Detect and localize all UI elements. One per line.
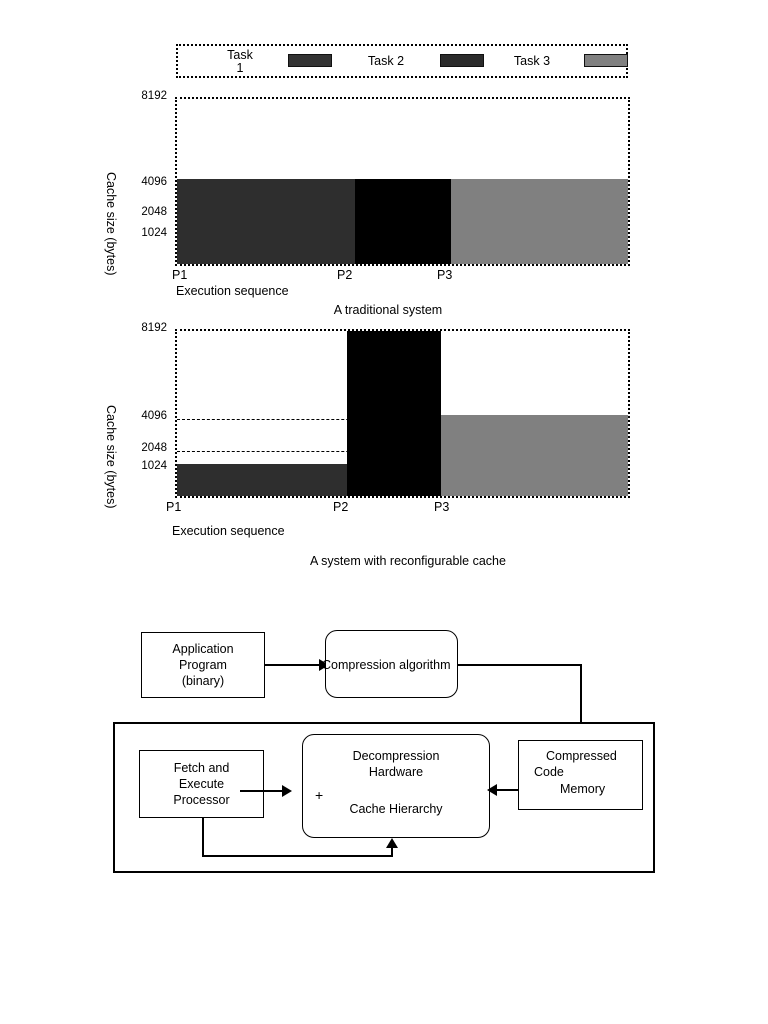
legend-swatch-task-1 <box>288 54 332 67</box>
chart1-ytick-4096: 4096 <box>141 176 167 188</box>
feedback-line-vertical-left <box>202 818 204 856</box>
chart2-bar-task-1 <box>177 464 347 496</box>
legend-entry-task-2: Task 2 <box>350 54 422 68</box>
chart2-ytick-8192: 8192 <box>141 322 167 334</box>
chart2-xtick-p1: P1 <box>166 500 182 514</box>
feedback-line-horizontal <box>202 855 393 857</box>
legend-swatch-task-2 <box>440 54 484 67</box>
legend-swatch-task-3 <box>584 54 628 67</box>
chart1-xaxis-title: Execution sequence <box>176 284 289 298</box>
compression-algorithm-box <box>325 630 458 698</box>
feedback-arrow-head <box>386 838 398 848</box>
legend-label-task-2: Task 2 <box>367 53 405 68</box>
chart1-xtick-p2: P2 <box>337 268 353 282</box>
chart2-ytick-4096: 4096 <box>141 410 167 422</box>
chart-legend: Task 1 Task 2 Task 3 <box>176 44 628 78</box>
chart2-caption: A system with reconfigurable cache <box>310 554 506 568</box>
compressed-code-memory-label-line3: Memory <box>560 782 606 796</box>
application-program-box: Application Program (binary) <box>141 632 265 698</box>
chart2-bar-task-2 <box>347 331 441 496</box>
chart2-xtick-p2: P2 <box>333 500 349 514</box>
arrow-memory-to-decompression-line <box>495 789 519 791</box>
plus-sign-label: + <box>315 787 324 803</box>
decompression-hardware-box <box>302 734 490 838</box>
cache-hierarchy-label: Cache Hierarchy <box>349 802 443 816</box>
compression-algorithm-label: Compression algorithm <box>322 658 451 672</box>
chart2-xaxis-title: Execution sequence <box>172 524 285 538</box>
chart1-bar-task-3 <box>451 179 628 264</box>
arrow-app-to-compression-head <box>319 659 329 671</box>
decompression-hardware-label: Decompression Hardware <box>352 749 440 779</box>
compressed-code-memory-label-line1: Compressed <box>546 749 617 763</box>
arrow-processor-to-decompression-line <box>240 790 285 792</box>
legend-label-task-1: Task 1 <box>227 48 253 75</box>
arrow-processor-to-decompression-head <box>282 785 292 797</box>
fetch-execute-processor-box: Fetch and Execute Processor <box>139 750 264 818</box>
chart1-ytick-2048: 2048 <box>141 206 167 218</box>
chart2-ytick-2048: 2048 <box>141 442 167 454</box>
chart1-bar-task-1 <box>177 179 355 264</box>
chart1-bar-task-2 <box>355 179 451 264</box>
compressed-code-memory-label-line2: Code <box>534 765 564 779</box>
legend-entry-task-1: Task 1 <box>204 48 276 76</box>
arrow-app-to-compression-line <box>265 664 321 666</box>
line-compression-to-memory-vertical <box>580 664 582 730</box>
fetch-execute-processor-label: Fetch and Execute Processor <box>173 761 230 807</box>
line-compression-to-memory-horizontal <box>458 664 581 666</box>
legend-label-task-3: Task 3 <box>513 53 551 68</box>
chart2-bar-task-3 <box>441 415 628 496</box>
chart1-xtick-p3: P3 <box>437 268 453 282</box>
legend-entry-task-3: Task 3 <box>496 54 568 68</box>
compressed-code-memory-box <box>518 740 643 810</box>
chart1-yaxis-title: Cache size (bytes) <box>104 172 118 276</box>
chart1-ytick-8192: 8192 <box>141 90 167 102</box>
chart1-xtick-p1: P1 <box>172 268 188 282</box>
arrow-memory-to-decompression-head <box>487 784 497 796</box>
chart2-xtick-p3: P3 <box>434 500 450 514</box>
chart2-plot-area <box>175 329 630 498</box>
feedback-line-vertical-right <box>391 848 393 856</box>
chart1-plot-area <box>175 97 630 266</box>
chart2-ytick-1024: 1024 <box>141 460 167 472</box>
chart2-yaxis-title: Cache size (bytes) <box>104 405 118 509</box>
application-program-label: Application Program (binary) <box>172 642 234 688</box>
chart1-ytick-1024: 1024 <box>141 227 167 239</box>
chart1-caption: A traditional system <box>333 303 443 317</box>
